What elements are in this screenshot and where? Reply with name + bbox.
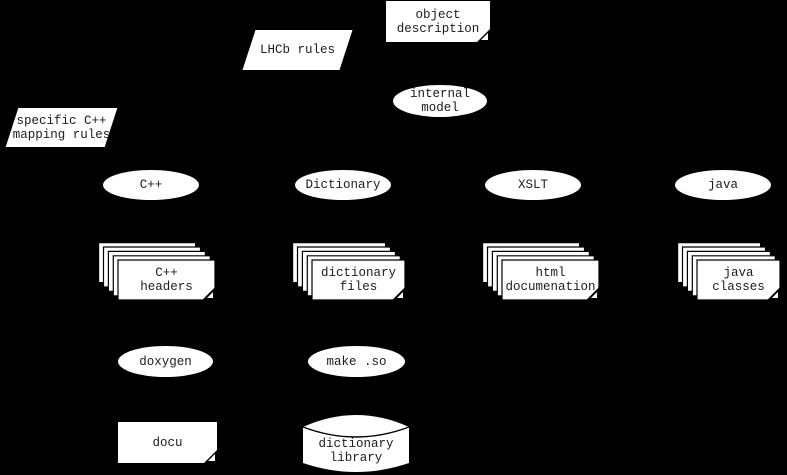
node-label: Dictionary — [295, 170, 391, 200]
node-lhcb-rules: LHCb rules — [242, 30, 353, 70]
node-label: dictionary library — [302, 413, 410, 473]
node-label-line: html — [535, 266, 566, 280]
node-label-line: model — [421, 101, 459, 115]
node-label: C++ headers — [118, 260, 215, 300]
node-dictionary-library: dictionary library — [302, 413, 410, 473]
node-label: dictionary files — [312, 260, 405, 300]
node-label-line: specific C++ — [16, 113, 107, 128]
node-label: XSLT — [485, 170, 581, 200]
node-label: java classes — [697, 260, 780, 300]
node-label-line: C++ — [155, 266, 178, 280]
node-docu: docu — [118, 422, 217, 463]
node-label-line: dictionary — [318, 437, 394, 451]
node-label-line: make .so — [326, 354, 387, 369]
node-html-documentation: html documenation — [482, 242, 599, 300]
node-xslt: XSLT — [485, 170, 581, 200]
node-dictionary: Dictionary — [295, 170, 391, 200]
cylinder-shape — [302, 415, 410, 472]
node-java-classes: java classes — [677, 242, 780, 300]
node-label: java — [675, 170, 771, 200]
node-specific-mapping-rules: specific C++ mapping rules — [5, 108, 118, 147]
node-label-line: doxygen — [139, 354, 192, 369]
node-label-line: library — [329, 451, 383, 465]
note-shape — [386, 1, 490, 42]
node-label-line: classes — [712, 280, 765, 294]
node-label-line: dictionary — [320, 266, 396, 280]
node-label-line: headers — [140, 280, 193, 294]
node-label-line: documenation — [505, 280, 596, 294]
node-label-line: XSLT — [517, 178, 548, 192]
node-label: specific C++ mapping rules — [5, 108, 118, 147]
node-cpp-headers: C++ headers — [98, 242, 215, 300]
node-doxygen: doxygen — [118, 346, 213, 377]
node-label-line: files — [339, 280, 378, 294]
node-label-line: description — [396, 21, 480, 36]
note-shape — [118, 422, 217, 463]
node-cpp: C++ — [103, 170, 199, 200]
node-label-line: docu — [152, 435, 183, 450]
node-label: C++ — [103, 170, 199, 200]
node-label-line: LHCb rules — [259, 43, 335, 57]
node-label: docu — [118, 422, 217, 463]
node-label: LHCb rules — [242, 30, 353, 70]
node-label-line: Dictionary — [305, 178, 381, 192]
node-label: internal model — [393, 85, 487, 117]
node-dictionary-files: dictionary files — [292, 242, 405, 300]
stacked-notes-shape — [98, 242, 215, 300]
node-label-line: internal — [409, 87, 470, 101]
node-label-line: mapping rules — [12, 127, 111, 142]
node-label-line: object — [415, 7, 461, 22]
stacked-notes-shape — [677, 242, 780, 300]
node-label: make .so — [308, 346, 405, 377]
node-label: object description — [386, 1, 490, 42]
node-label: doxygen — [118, 346, 213, 377]
node-label-line: java — [707, 178, 738, 192]
node-label-line: C++ — [139, 178, 163, 192]
node-label: html documenation — [502, 260, 599, 300]
node-java: java — [675, 170, 771, 200]
node-object-description: object description — [386, 1, 490, 42]
stacked-notes-shape — [292, 242, 405, 300]
node-make-so: make .so — [308, 346, 405, 377]
stacked-notes-shape — [482, 242, 599, 300]
node-label-line: java — [723, 266, 754, 280]
node-internal-model: internal model — [393, 85, 487, 117]
